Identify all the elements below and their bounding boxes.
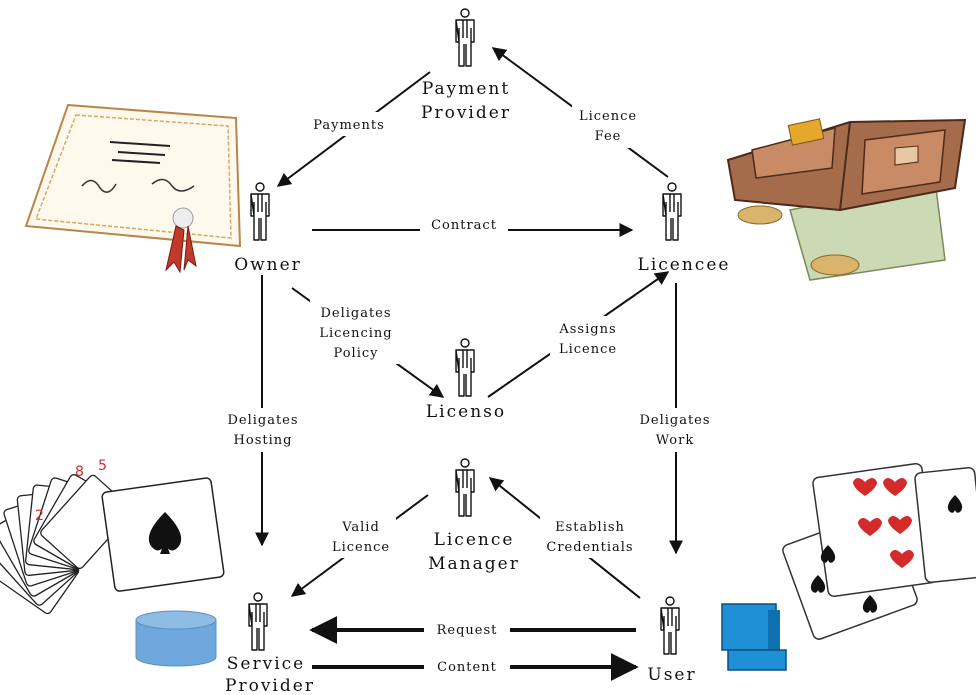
svg-text:Work: Work bbox=[656, 433, 694, 448]
person-icon bbox=[250, 182, 270, 241]
actor-licencee: Licencee bbox=[638, 182, 731, 275]
svg-text:Valid: Valid bbox=[341, 520, 380, 535]
actor-owner: Owner bbox=[234, 182, 302, 275]
playing-cards-fan-clipart: 2 8 5 bbox=[0, 458, 225, 615]
database-cylinder bbox=[135, 610, 217, 667]
label-payments: Payments bbox=[306, 112, 392, 136]
svg-text:Assigns: Assigns bbox=[558, 322, 616, 337]
svg-text:Deligates: Deligates bbox=[320, 306, 391, 321]
computer-terminal-icon bbox=[721, 603, 787, 671]
svg-text:Deligates: Deligates bbox=[227, 413, 298, 428]
actor-service-provider: Service Provider bbox=[225, 592, 315, 695]
svg-text:Licence: Licence bbox=[559, 342, 617, 357]
label-delegates-licencing-policy: Deligates Licencing Policy bbox=[310, 300, 402, 364]
wallet-clipart bbox=[726, 118, 967, 281]
label-establish-credentials: Establish Credentials bbox=[540, 514, 640, 558]
svg-text:Licencing: Licencing bbox=[319, 326, 392, 341]
person-icon bbox=[455, 8, 475, 67]
svg-text:Manager: Manager bbox=[428, 554, 520, 574]
svg-text:Deligates: Deligates bbox=[639, 413, 710, 428]
svg-text:5: 5 bbox=[98, 458, 107, 474]
svg-text:Credentials: Credentials bbox=[546, 540, 633, 555]
actor-payment-provider: Payment Provider bbox=[421, 8, 511, 123]
label-assigns-licence: Assigns Licence bbox=[550, 316, 626, 360]
label-contract: Contract bbox=[420, 212, 508, 236]
svg-text:8: 8 bbox=[75, 464, 84, 480]
label-delegates-hosting: Deligates Hosting bbox=[222, 408, 304, 452]
svg-text:Contract: Contract bbox=[431, 218, 497, 233]
svg-text:Licenso: Licenso bbox=[426, 402, 506, 422]
actor-licence-manager: Licence Manager bbox=[428, 458, 520, 574]
svg-text:Hosting: Hosting bbox=[234, 433, 293, 448]
svg-text:Provider: Provider bbox=[421, 103, 511, 123]
label-content: Content bbox=[424, 655, 510, 679]
person-icon bbox=[662, 182, 682, 241]
svg-text:Licencee: Licencee bbox=[638, 255, 731, 275]
label-licence-fee: Licence Fee bbox=[572, 104, 644, 148]
svg-text:Licence: Licence bbox=[434, 530, 515, 550]
svg-text:Establish: Establish bbox=[555, 520, 625, 535]
person-icon bbox=[660, 596, 680, 655]
actor-user: User bbox=[647, 596, 696, 685]
svg-text:Licence: Licence bbox=[332, 540, 390, 555]
svg-text:Request: Request bbox=[437, 623, 498, 638]
person-icon bbox=[455, 338, 475, 397]
svg-text:Service: Service bbox=[227, 654, 305, 674]
person-icon bbox=[455, 458, 475, 517]
svg-text:Content: Content bbox=[437, 660, 497, 675]
actor-licenso: Licenso bbox=[426, 338, 506, 422]
svg-text:Provider: Provider bbox=[225, 676, 315, 695]
svg-text:Payments: Payments bbox=[313, 118, 385, 133]
label-valid-licence: Valid Licence bbox=[326, 514, 396, 558]
svg-text:Payment: Payment bbox=[422, 79, 510, 99]
person-icon bbox=[248, 592, 268, 651]
svg-text:2: 2 bbox=[35, 508, 44, 524]
svg-text:User: User bbox=[647, 665, 696, 685]
playing-cards-stack-clipart bbox=[782, 462, 976, 640]
svg-text:Fee: Fee bbox=[595, 129, 622, 144]
label-delegates-work: Deligates Work bbox=[634, 408, 716, 452]
svg-text:Licence: Licence bbox=[579, 109, 637, 124]
svg-text:Owner: Owner bbox=[234, 255, 302, 275]
label-request: Request bbox=[424, 618, 510, 642]
certificate-clipart bbox=[24, 103, 242, 274]
svg-text:Policy: Policy bbox=[334, 346, 379, 361]
